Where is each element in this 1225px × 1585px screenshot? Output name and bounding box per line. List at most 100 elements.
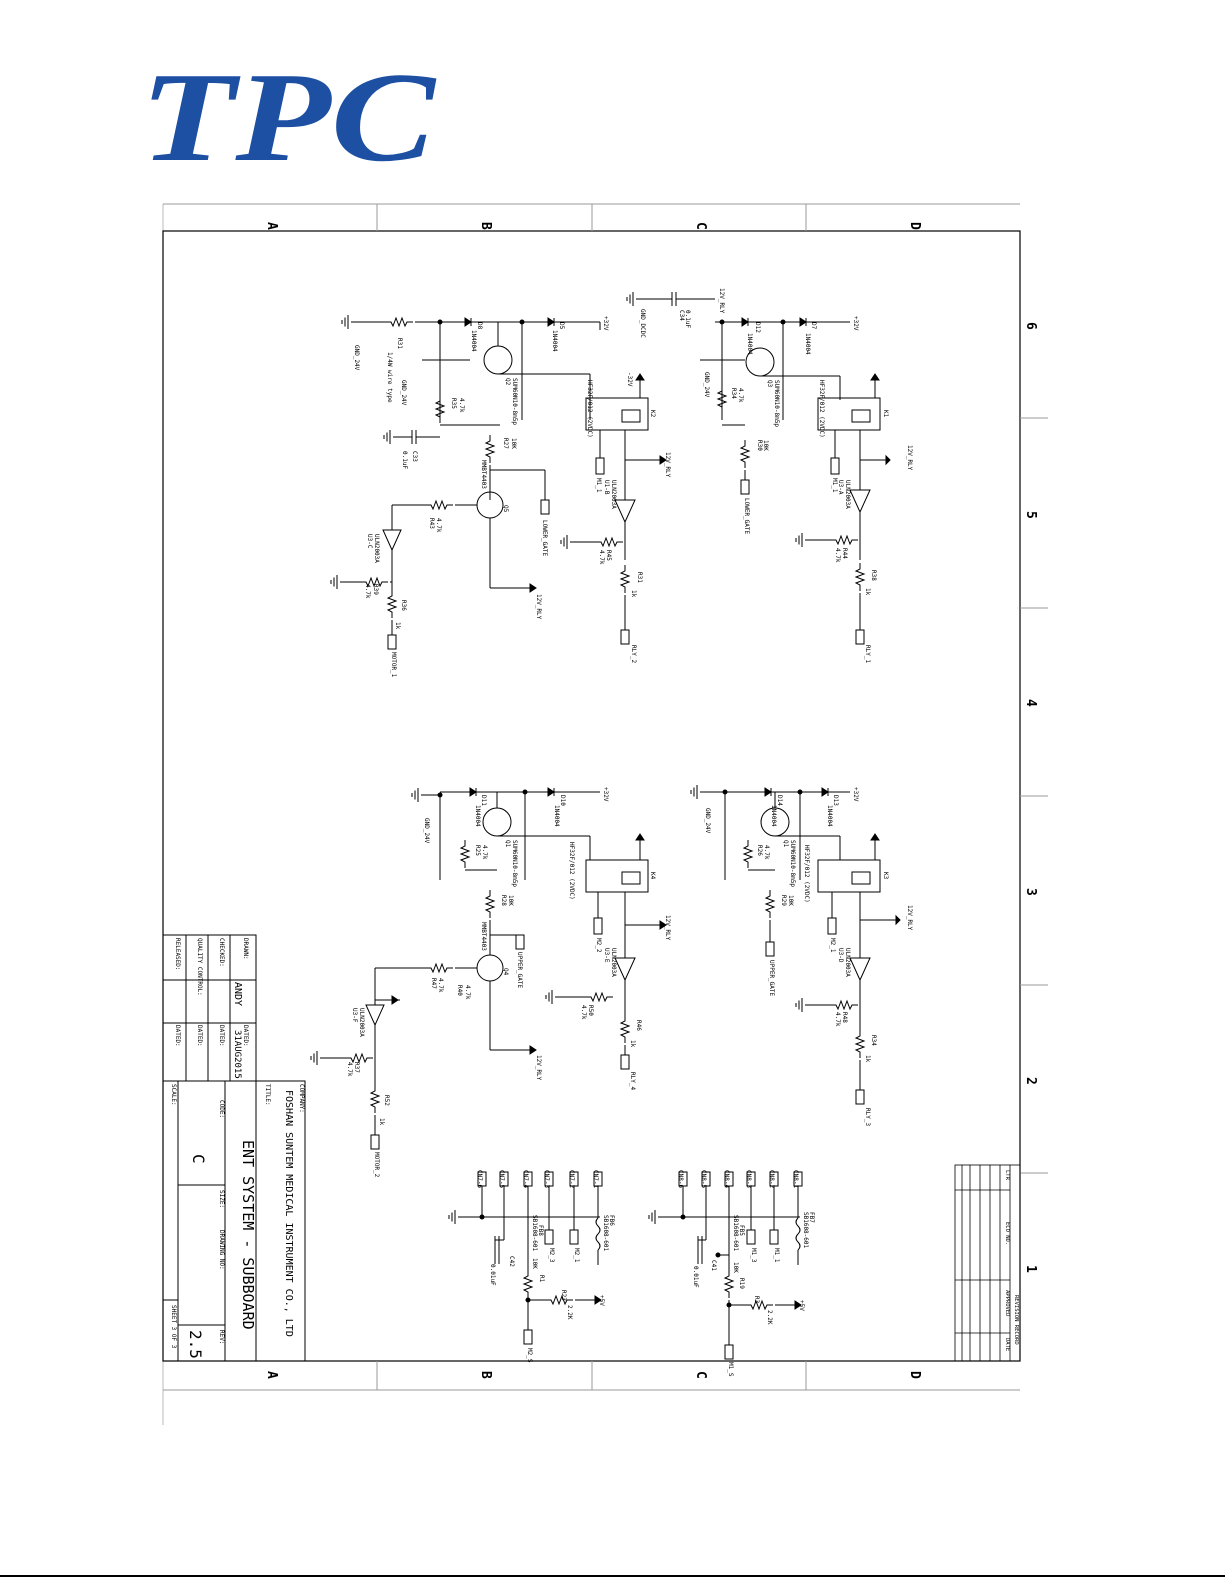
c1-bjt-type: MMBT4403 — [480, 460, 487, 489]
c1-r-relay-pd-val: 4.7k — [598, 550, 605, 565]
cn8-bead: FB7 — [808, 1212, 815, 1223]
cn8-ferrite-type: SB1608-601 — [732, 1215, 739, 1252]
cn7-pin-3: CN7-3 — [543, 1170, 550, 1188]
c1-r-top: R31 — [396, 338, 403, 349]
c3-r-base-val: 10K — [507, 895, 514, 906]
title-label: TITLE: — [264, 1084, 271, 1106]
c1-r-base-val: 10K — [510, 438, 517, 449]
c1-r-in-val: 1k — [394, 622, 401, 630]
c1-relay-output: 12V_RLY — [664, 452, 671, 478]
c2-r-relay: R38 — [870, 570, 877, 581]
c2-diode-b: D7 — [810, 322, 817, 330]
c3-bjt: Q4 — [502, 968, 509, 976]
c2-r-relay-val: 1k — [864, 588, 871, 596]
zone-number-1: 1 — [1023, 1265, 1038, 1273]
connector-block-1 — [448, 1171, 603, 1345]
c4-relay-input: RLY_3 — [864, 1108, 871, 1126]
c1-diode-a-type: 1N4004 — [470, 330, 477, 352]
c2-r-base: R30 — [756, 440, 763, 451]
circuit-block-4-labels: GND_24V D14 1N4004 D13 1N4004 +32V Q1 SU… — [704, 787, 913, 1126]
c4-diode-a-type: 1N4004 — [770, 805, 777, 827]
c3-r-relay-pd-val: 4.7k — [580, 1005, 587, 1020]
revision-col-ltr: LTR — [1004, 1170, 1010, 1181]
c3-gnd: GND_24V — [423, 818, 430, 844]
cn7-out: M2_S — [526, 1348, 533, 1363]
c4-relay-drv: U3-D — [837, 948, 844, 963]
c2-mosfet-type: SUM60N10-8m5p — [773, 380, 780, 427]
c1-relay: K2 — [649, 410, 656, 418]
c2-output-top: 12V_RLY — [718, 288, 725, 314]
drawn-name: ANDY — [232, 982, 243, 1006]
zone-number-6: 6 — [1023, 322, 1038, 330]
c3-mosfet-type: SUM60N10-8m5p — [511, 840, 518, 887]
cn8-r-series-val: 10K — [732, 1262, 739, 1273]
cn8-pin-6: CN8-6 — [677, 1170, 684, 1188]
c1-r-relay: R31 — [636, 572, 643, 583]
c3-r-gate-val: 4.7k — [481, 845, 488, 860]
c2-diode-a-type: 1N4004 — [746, 333, 753, 355]
zone-numbers: 6 5 4 3 2 1 — [1023, 322, 1038, 1273]
c3-mosfet: Q1 — [504, 840, 511, 848]
c4-r-base-val: 10K — [787, 895, 794, 906]
connector-block-2 — [648, 1171, 803, 1360]
size-value: C — [189, 1154, 208, 1164]
c4-r-relay-pd-val: 4.7k — [834, 1012, 841, 1027]
circuit-block-1-labels: GND_24V R31 1/4W wire type D8 1N4004 D5 … — [353, 316, 671, 678]
size-label: SIZE: — [218, 1190, 225, 1208]
cn7-bead: FB6 — [608, 1215, 615, 1226]
zone-number-4: 4 — [1023, 699, 1038, 707]
c1-input: MOTOR_1 — [390, 652, 397, 678]
c1-r-pd-val: 4.7k — [364, 584, 371, 599]
circuit-block-4 — [690, 784, 901, 1105]
sheet-number: SHEET 3 OF 3 — [170, 1305, 177, 1349]
qc-dated-label: DATED: — [196, 1025, 203, 1047]
c2-relay-drv: U3-A — [837, 480, 844, 495]
cn7-net-a: M2_3 — [548, 1248, 555, 1263]
c1-r-relay-val: 1k — [630, 590, 637, 598]
c1-relay-coil: M1_1 — [595, 478, 602, 493]
c1-gnd-24v: GND_24V — [400, 380, 407, 406]
c3-r-relay-val: 1k — [629, 1040, 636, 1048]
c4-relay-type: HF32F/012 (2VDC) — [803, 845, 810, 903]
cn7-bead-type: SB1608-601 — [602, 1215, 609, 1252]
released-dated-label: DATED: — [174, 1025, 181, 1047]
c4-r-relay: R34 — [870, 1035, 877, 1046]
cn7-pin-6: CN7-6 — [476, 1170, 483, 1188]
cn8-pin-1: CN8-1 — [792, 1170, 799, 1188]
c1-buffer-type: ULN2003A — [373, 534, 380, 563]
checked-label: CHECKED: — [218, 938, 225, 967]
c1-r-pd: R39 — [372, 584, 379, 595]
c4-diode-b: D13 — [832, 795, 839, 806]
c1-mosfet: Q2 — [504, 378, 511, 386]
cn8-net-a: M1_3 — [750, 1248, 757, 1263]
scale-label: SCALE: — [170, 1084, 177, 1106]
drawing-title: ENT SYSTEM - SUBBOARD — [239, 1140, 257, 1330]
cn8-bead-type: SB1608-601 — [802, 1212, 809, 1249]
c3-r-b: R47 — [430, 978, 437, 989]
revision-record-text: REVISION RECORD LTR ECO NO. APPROVED DAT… — [1004, 1170, 1019, 1351]
c1-relay-type: HF32F/012 (2VDC) — [586, 380, 593, 438]
cn7-cap: C42 — [508, 1256, 515, 1267]
c4-aux: UPPER_GATE — [768, 960, 775, 997]
c4-mosfet: Q1 — [782, 840, 789, 848]
c1-r-relay-pd: R45 — [605, 550, 612, 561]
rev-value: 2.5 — [186, 1330, 205, 1359]
c3-r-relay: R46 — [635, 1020, 642, 1031]
page-bottom-rule — [0, 1575, 1225, 1577]
released-label: RELEASED: — [174, 938, 181, 971]
zone-number-3: 3 — [1023, 888, 1038, 896]
c1-diode-a: D8 — [476, 322, 483, 330]
c3-r-b-val: 4.7k — [437, 978, 444, 993]
c3-r-e-val: 4.7k — [464, 985, 471, 1000]
c2-cap-val: 0.1uF — [684, 310, 691, 328]
c1-r-gate-val: 4.7k — [458, 398, 465, 413]
c3-r-gate: R25 — [474, 845, 481, 856]
zone-letter-d-bottom: D — [907, 1371, 922, 1379]
circuit-block-1 — [330, 314, 667, 650]
c3-diode-a: D11 — [480, 795, 487, 806]
circuit-block-3 — [310, 787, 667, 1150]
title-block — [162, 934, 306, 1362]
c1-relay-drv: U1-B — [603, 480, 610, 495]
c4-relay-coil: M2_1 — [829, 938, 836, 953]
cn7-supply: +5V — [598, 1295, 605, 1306]
